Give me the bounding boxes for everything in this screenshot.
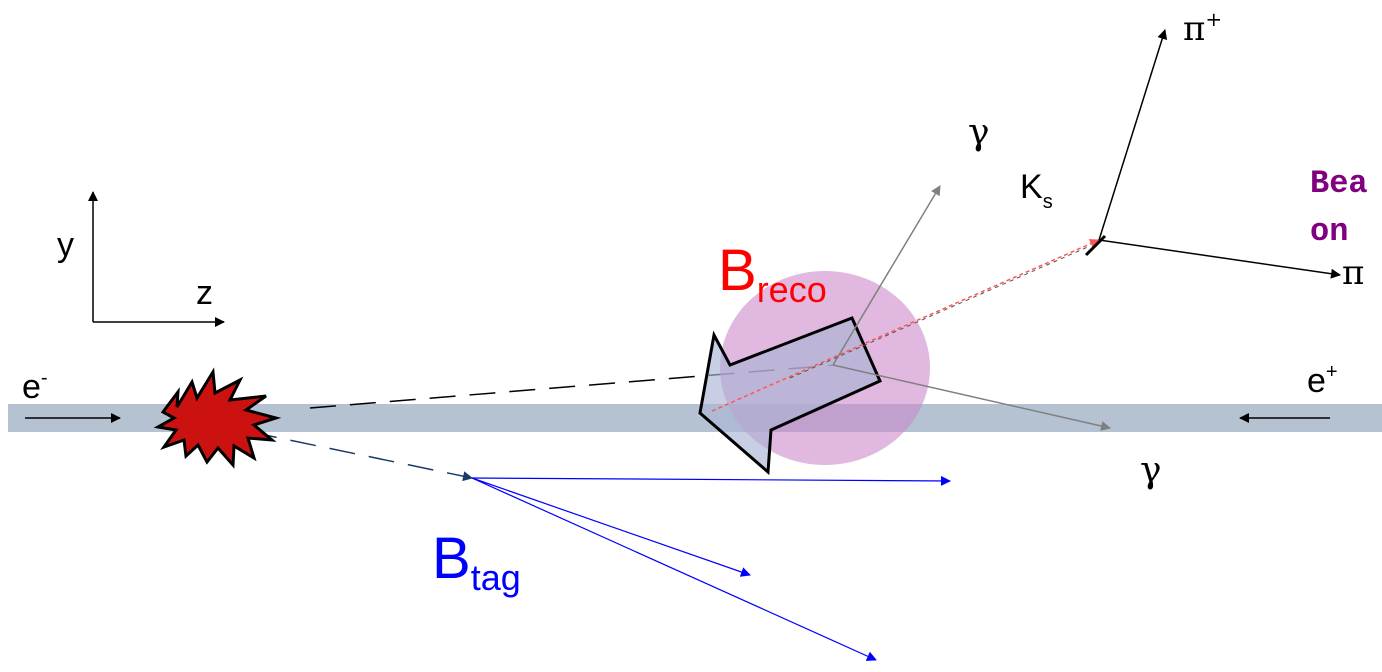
- kshort-label: Ks: [1020, 168, 1053, 213]
- axes-icon: y z: [57, 192, 224, 322]
- note-line-1: Bea: [1310, 165, 1368, 202]
- z-axis-label: z: [196, 274, 213, 312]
- b-tag-track-3: [472, 478, 876, 660]
- pion-minus-label: π: [1342, 253, 1364, 293]
- b-tag-track-1: [472, 478, 950, 481]
- photon-upper-label: γ: [968, 112, 990, 153]
- y-axis-label: y: [57, 226, 74, 264]
- b-tag-label: Btag: [432, 526, 521, 598]
- pion-plus-track: [1099, 30, 1165, 240]
- pion-minus-track: [1099, 240, 1340, 275]
- kshort-vertex-tick: [1086, 236, 1105, 255]
- photon-lower-label: γ: [1140, 450, 1162, 491]
- note-line-2: on: [1310, 213, 1348, 250]
- b-reco-label: Breco: [718, 238, 827, 310]
- positron-label: e+: [1307, 361, 1338, 400]
- pion-plus-label: π+: [1183, 7, 1222, 49]
- electron-label: e-: [22, 367, 48, 406]
- collision-star-icon: [158, 372, 276, 465]
